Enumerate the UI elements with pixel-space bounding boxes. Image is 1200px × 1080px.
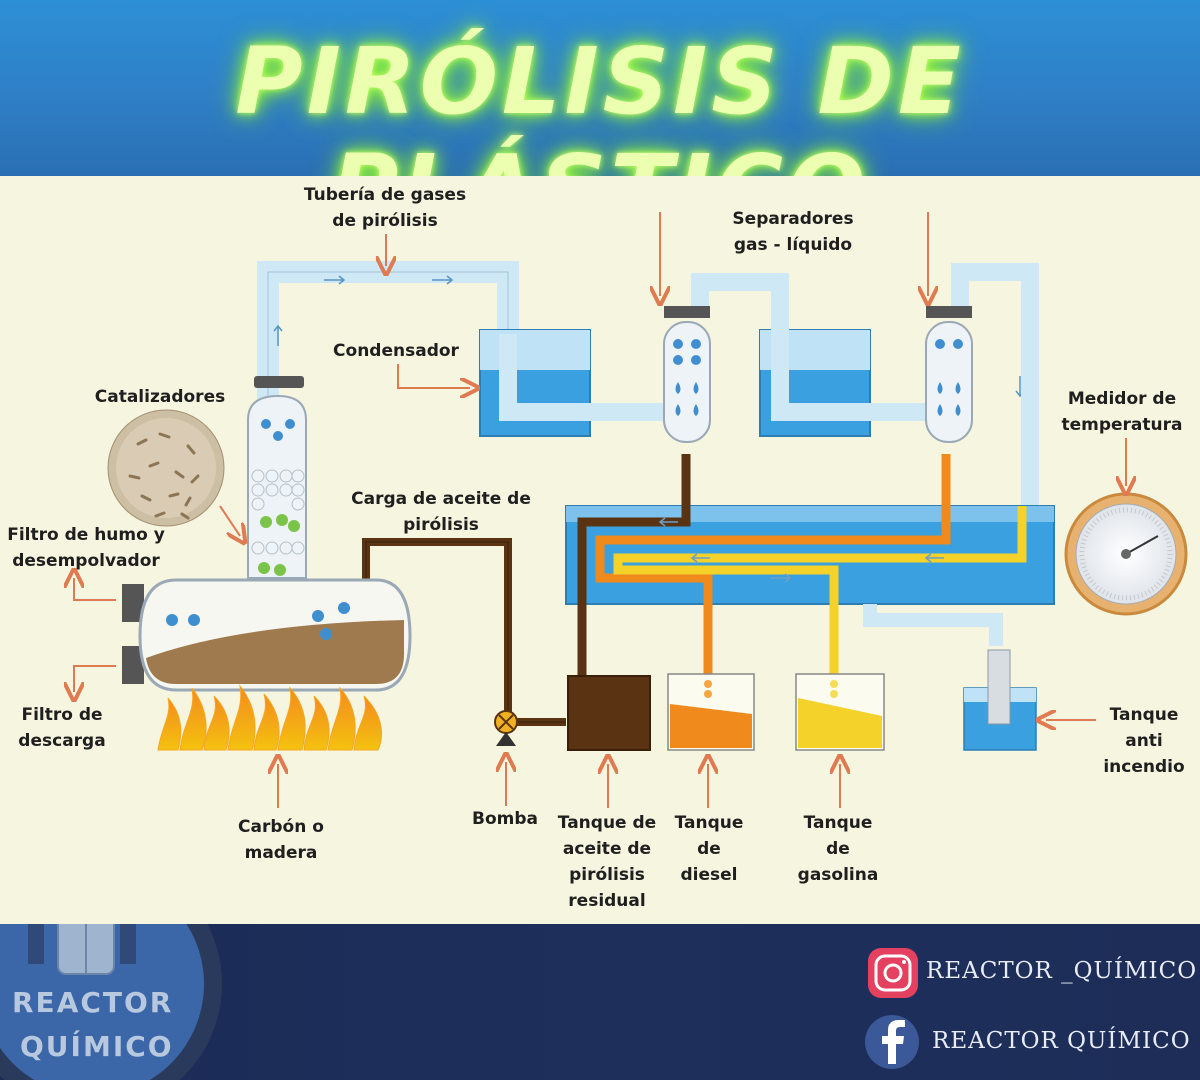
residual-oil-line [577, 454, 691, 676]
label-condenser: Condensador [333, 341, 459, 361]
reactor-vessel [122, 578, 412, 692]
label-diesel-tank: Tanque de diesel [674, 813, 744, 885]
diagram-drawing [0, 212, 1188, 808]
label-temperature-gauge: Medidor de temperatura [1061, 389, 1183, 435]
fire-prevention-tank [963, 649, 1037, 751]
label-catalysts: Catalizadores [94, 387, 226, 407]
gasoline-line [613, 506, 1027, 696]
water-return-line [863, 604, 1003, 646]
label-arrows [74, 212, 1126, 808]
label-separators: Separadores gas - líquido [732, 209, 854, 255]
footer-graphics [0, 924, 919, 1080]
condenser-1 [479, 329, 670, 437]
label-fuel: Carbón o madera [238, 817, 324, 863]
catalyst-column [247, 376, 307, 579]
temperature-gauge [1064, 492, 1188, 616]
label-smoke-filter: Filtro de humo y desempolvador [7, 525, 165, 571]
gasoline-tank [795, 673, 885, 751]
label-oil-charge: Carga de aceite de pirólisis [351, 489, 531, 535]
instagram-icon[interactable] [868, 948, 918, 998]
catalyst-sample [107, 409, 225, 527]
label-fire-tank: Tanque anti incendio [1103, 705, 1185, 777]
cooling-flow-arrows [658, 517, 944, 583]
pump [494, 710, 518, 746]
instagram-handle[interactable]: REACTOR _QUÍMICO [926, 958, 1198, 984]
facebook-handle[interactable]: REACTOR QUÍMICO [932, 1028, 1191, 1054]
label-discharge-filter: Filtro de descarga [18, 705, 106, 751]
label-pump: Bomba [472, 809, 538, 829]
footer-bar: REACTOR QUÍMICO REACTOR _QUÍMICO REACTOR… [0, 924, 1200, 1080]
burner-flames [157, 684, 382, 751]
process-diagram: Tubería de gases de pirólisis Separadore… [0, 176, 1200, 924]
residual-oil-tank [567, 675, 651, 751]
label-gas-pipe: Tubería de gases de pirólisis [303, 185, 467, 231]
label-gasoline-tank: Tanque de gasolina [797, 813, 879, 885]
condenser-2 [691, 273, 930, 437]
logo-text-line2: QUÍMICO [20, 1030, 174, 1063]
separator-2 [925, 263, 1039, 506]
facebook-icon[interactable] [865, 1015, 919, 1069]
diesel-line [595, 454, 951, 696]
separator-1 [663, 306, 711, 443]
oil-charge-pipe [362, 538, 566, 726]
diesel-tank [667, 673, 755, 751]
reactor-logo [0, 924, 222, 1080]
logo-text-line1: REACTOR [12, 986, 174, 1019]
label-residual-tank: Tanque de aceite de pirólisis residual [557, 813, 657, 911]
header-banner: PIRÓLISIS DE PLÁSTICO [0, 0, 1200, 242]
